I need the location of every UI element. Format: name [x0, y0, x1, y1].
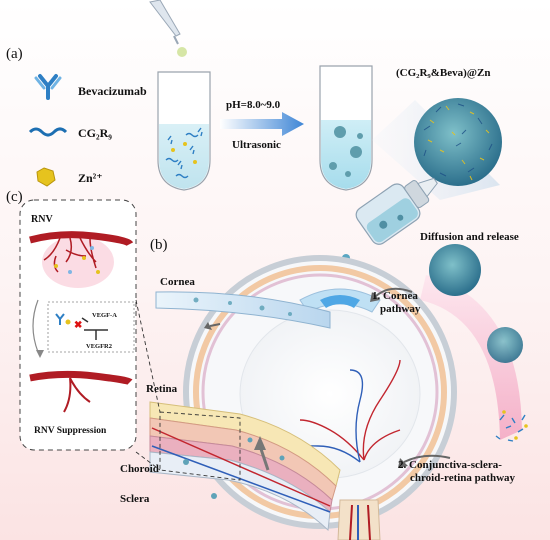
- nanoparticle-degrading: [487, 327, 523, 363]
- label-sclera: Sclera: [120, 493, 150, 505]
- process-condition: pH=8.0~9.0: [226, 99, 281, 111]
- block-icon: ✖: [74, 320, 82, 331]
- pathway1-line2: pathway: [380, 303, 421, 315]
- process-arrow: [220, 112, 304, 136]
- cg2r9-icon: [30, 129, 66, 135]
- panel-label-a: (a): [6, 46, 23, 62]
- vegfr2-label: VEGFR2: [86, 343, 112, 350]
- nanoparticle-zoom: [414, 98, 502, 186]
- legend-bevacizumab: Bevacizumab: [78, 84, 147, 98]
- label-choroid: Choroid: [120, 463, 159, 475]
- label-cornea: Cornea: [160, 276, 195, 288]
- legend-cg2r9: CG₂R₉: [78, 126, 112, 140]
- pipette-icon: [150, 0, 187, 57]
- rnv-suppression-label: RNV Suppression: [34, 426, 107, 436]
- zn-icon: [37, 168, 55, 186]
- diffusion-label: Diffusion and release: [420, 231, 519, 243]
- panel-label-c: (c): [6, 189, 23, 205]
- process-method: Ultrasonic: [232, 139, 281, 151]
- vegf-a-label: VEGF-A: [92, 312, 117, 319]
- panel-label-b: (b): [150, 237, 168, 253]
- bevacizumab-icon: [36, 76, 60, 98]
- tube-after: [320, 66, 372, 190]
- legend-zn: Zn²⁺: [78, 171, 103, 185]
- pathway2-line2: chroid-retina pathway: [410, 472, 516, 484]
- pathway2-line1: 2. Conjunctiva-sclera-: [398, 459, 502, 471]
- product-label: (CG₂R₉&Beva)@Zn: [396, 67, 490, 79]
- rnv-title: RNV: [31, 214, 53, 225]
- label-retina: Retina: [146, 383, 178, 395]
- tube-before: [158, 72, 210, 190]
- nanoparticle-intact: [429, 244, 481, 296]
- pathway1-line1: 1. Cornea: [372, 290, 418, 302]
